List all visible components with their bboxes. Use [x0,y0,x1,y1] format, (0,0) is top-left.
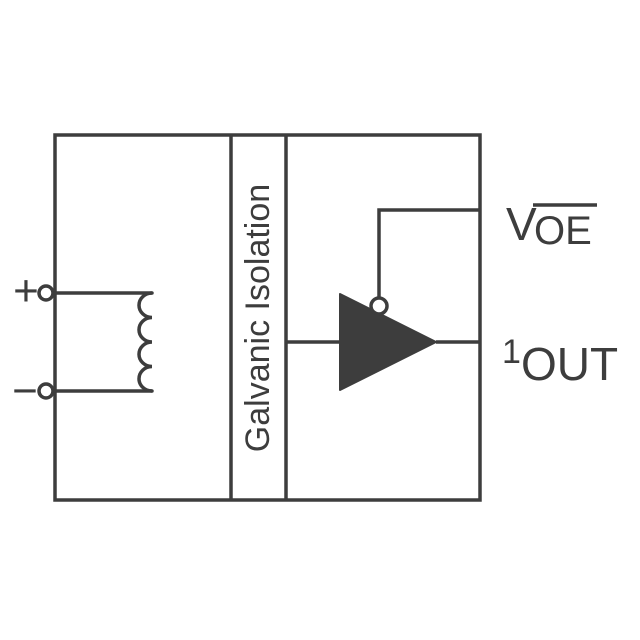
enable-v-label: V [506,198,537,250]
buffer-triangle-icon [339,293,437,391]
device-outline [53,133,482,502]
input-coil-icon [137,291,154,393]
galvanic-isolation-label: Galvanic Isolation [239,184,277,452]
minus-terminal-circle [37,382,55,400]
output-prefix-label: 1 [502,333,521,371]
plus-label: + [13,267,39,316]
output-enable-bubble-icon [369,296,389,316]
output-out-label: OUT [521,338,618,390]
enable-oe-label: OE [534,209,592,253]
output-enable-wire [377,208,480,299]
minus-label: − [12,367,38,416]
plus-terminal-circle [37,284,55,302]
